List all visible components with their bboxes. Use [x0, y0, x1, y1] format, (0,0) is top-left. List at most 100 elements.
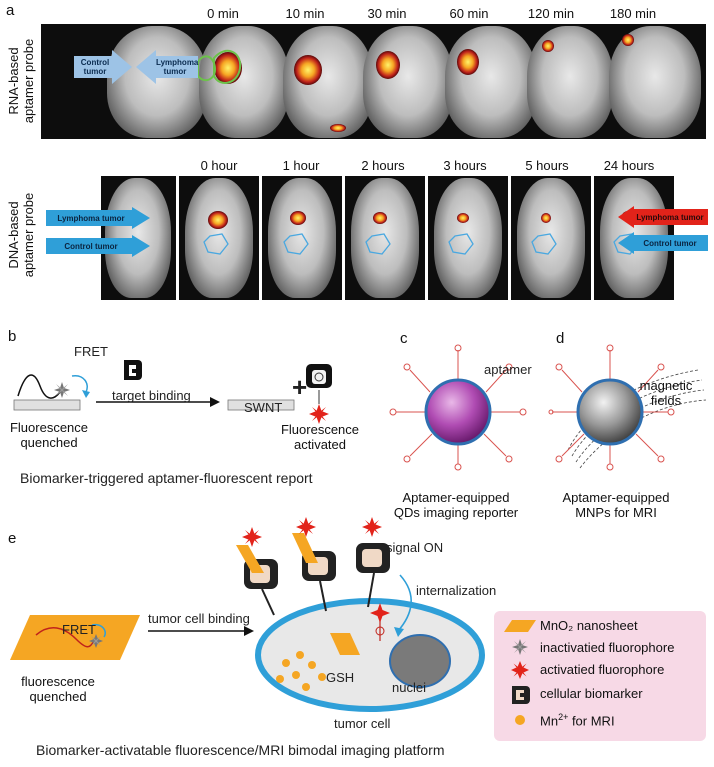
mno2-fragment [330, 633, 360, 655]
inactivated-fluorophore-icon [512, 639, 528, 655]
fret-label: FRET [74, 344, 108, 359]
mouse-image [445, 26, 537, 138]
time-label: 120 min [527, 6, 575, 21]
fluorescence-signal [290, 211, 306, 225]
legend-biomarker: cellular biomarker [540, 686, 643, 701]
legend-mno2: MnO₂ nanosheet [540, 618, 638, 633]
plus-sign: + [292, 372, 308, 402]
target-binding-label: target binding [112, 388, 191, 403]
fluorescence-quenched-label: Fluorescence quenched [4, 420, 94, 450]
caption-line: activated [293, 437, 347, 452]
caption-line: quenched [29, 689, 87, 704]
legend-box [494, 611, 706, 741]
panel-c-label: c [400, 330, 408, 347]
mouse-image [107, 26, 207, 138]
lymphoma-tumor-arrow: Lymphoma tumor [136, 50, 198, 84]
fret-arrow [91, 623, 106, 638]
time-label: 60 min [449, 6, 489, 21]
control-tumor-outlines [203, 233, 639, 255]
rna-fluorescence-overlay [197, 34, 634, 132]
fluorescence-signal [373, 212, 387, 224]
dna-lymphoma-arrow-left: Lymphoma tumor [46, 207, 150, 229]
fret-arrow [71, 375, 88, 393]
lymphoma-tumor-tag: Lymphoma tumor [57, 213, 125, 223]
cellular-biomarker-icon [512, 686, 530, 704]
caption-line: Aptamer-equipped [402, 490, 510, 505]
caption-line: QDs imaging reporter [393, 505, 519, 520]
panel-b-diagram [13, 360, 332, 424]
mnp-diagram [548, 344, 707, 471]
aptamer-strand [17, 374, 61, 399]
legend-mn: Mn2+ for MRI [540, 712, 615, 728]
aptamer-strands [548, 344, 675, 471]
signal-on-label: signal ON [386, 540, 444, 555]
tumor-cell-binding-label: tumor cell binding [148, 611, 250, 626]
internalization-arrow [397, 574, 412, 632]
fluorescence-signal [330, 124, 346, 132]
mouse-image [283, 26, 373, 138]
time-label: 30 min [367, 6, 407, 21]
time-label: 2 hours [361, 158, 405, 173]
fluorescence-signal [541, 213, 551, 223]
legend-icons [504, 620, 536, 725]
dna-control-arrow-left: Control tumor [46, 235, 150, 257]
caption-line: MNPs for MRI [575, 505, 657, 520]
control-tumor-tag: Control tumor [64, 241, 118, 251]
fluorescence-signal [457, 213, 469, 223]
control-tumor-outline [197, 55, 217, 82]
dna-lymphoma-arrow-right: Lymphoma tumor [618, 206, 708, 228]
inactivated-fluorophore-icon [54, 382, 70, 398]
lymphoma-tumor-tag: Lymphoma tumor [156, 58, 199, 76]
mouse-image [527, 26, 613, 138]
time-label: 24 hours [603, 158, 655, 173]
aptamer-strands [389, 344, 527, 471]
fluorescence-signal [376, 51, 400, 79]
fluorescence-signal [214, 52, 242, 84]
fluorescence-signal [457, 49, 479, 75]
legend-activated: activatied fluorophore [540, 662, 665, 677]
panel-e-label: e [8, 530, 17, 547]
caption-line: fluorescence [21, 674, 95, 689]
legend-mn-suffix: for MRI [568, 713, 615, 729]
dna-control-arrow-right: Control tumor [618, 232, 708, 254]
legend-mn-sup: 2+ [558, 712, 569, 722]
panel-a-label: a [6, 2, 15, 19]
caption-line: Fluorescence [9, 420, 89, 435]
panel-d-caption: Aptamer-equipped MNPs for MRI [546, 490, 686, 520]
panel-d-label: d [556, 330, 565, 347]
internalization-label: internalization [416, 583, 497, 598]
time-label: 5 hours [525, 158, 569, 173]
activated-fluorophore-icon [511, 661, 529, 679]
time-label: 0 min [207, 6, 239, 21]
panel-e-caption: Biomarker-activatable fluorescence/MRI b… [36, 742, 445, 758]
mn-ion-icon [515, 715, 525, 725]
fluorescence-signal [294, 55, 322, 85]
panel-e-quenched-label: fluorescence quenched [8, 674, 108, 704]
caption-line: fields [650, 393, 682, 408]
nuclei-label: nuclei [392, 680, 426, 695]
control-tumor-arrow: Control tumor [74, 50, 132, 84]
mno2-nanosheet-icon [504, 620, 536, 632]
inactivated-fluorophore-icon [89, 634, 103, 648]
dna-fluorescence-overlay [203, 211, 639, 255]
swnt-tube [13, 399, 81, 411]
quantum-dot [424, 378, 492, 446]
swnt-label: SWNT [244, 400, 283, 415]
lymphoma-tumor-outline [213, 49, 242, 84]
magnetic-fields-label: magnetic fields [636, 378, 696, 408]
cell-nucleus [389, 634, 451, 688]
time-label: 180 min [609, 6, 657, 21]
caption-line: Aptamer-equipped [562, 490, 670, 505]
magnetic-nanoparticle [576, 378, 644, 446]
attached-nanosheets [236, 533, 318, 573]
fluorescence-signal [622, 34, 634, 46]
legend-inactivated: inactivatied fluorophore [540, 640, 675, 655]
control-tumor-tag: Control tumor [80, 58, 110, 76]
tumor-cell-label: tumor cell [334, 716, 391, 731]
mouse-image [199, 26, 289, 138]
panel-b-caption: Biomarker-triggered aptamer-fluorescent … [20, 470, 313, 486]
activated-fluorophore-icon [309, 404, 329, 424]
fluorescence-activated-label: Fluorescence activated [274, 422, 366, 452]
mouse-image [363, 26, 453, 138]
control-tumor-tag: Control tumor [643, 238, 697, 248]
